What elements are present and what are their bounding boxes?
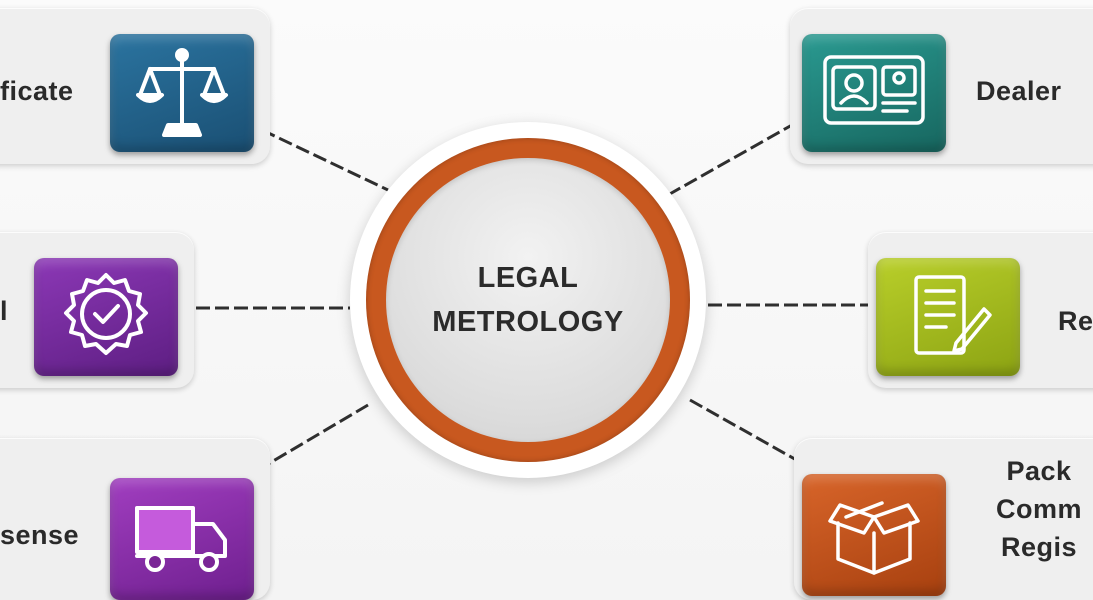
connector-bottom-right — [689, 398, 801, 464]
node-label-bottom-right-line-2: Comm — [996, 494, 1083, 524]
node-label-top-left: ficate — [0, 76, 74, 106]
connector-bottom-left — [257, 403, 369, 472]
badge-check-icon — [64, 273, 148, 355]
node-tile-bottom-right — [802, 474, 946, 596]
scales-of-justice-icon — [136, 48, 228, 137]
node-label-mid-left: l — [0, 296, 9, 326]
open-box-icon — [828, 501, 920, 575]
node-label-bottom-right: Pack Comm Regis — [996, 452, 1082, 566]
hub-title-line-2: METROLOGY — [432, 306, 624, 338]
node-label-bottom-right-line-3: Regis — [1000, 532, 1078, 562]
node-tile-mid-left — [34, 258, 178, 376]
connector-top-left — [261, 128, 389, 192]
hub-center — [386, 158, 670, 442]
node-label-bottom-right-line-1: Pack — [1006, 456, 1072, 486]
node-tile-bottom-left — [110, 478, 254, 600]
document-edit-icon — [914, 275, 992, 355]
connector-top-right — [667, 123, 793, 197]
hub-title-line-1: LEGAL — [477, 262, 579, 294]
node-label-mid-right: Re — [1058, 306, 1093, 336]
node-label-top-right: Dealer — [976, 76, 1062, 106]
delivery-truck-icon — [135, 506, 227, 572]
node-tile-top-right — [802, 34, 946, 152]
node-label-bottom-left: sense — [0, 520, 80, 550]
node-tile-top-left — [110, 34, 254, 152]
id-card-icon — [823, 55, 925, 125]
node-tile-mid-right — [876, 258, 1020, 376]
